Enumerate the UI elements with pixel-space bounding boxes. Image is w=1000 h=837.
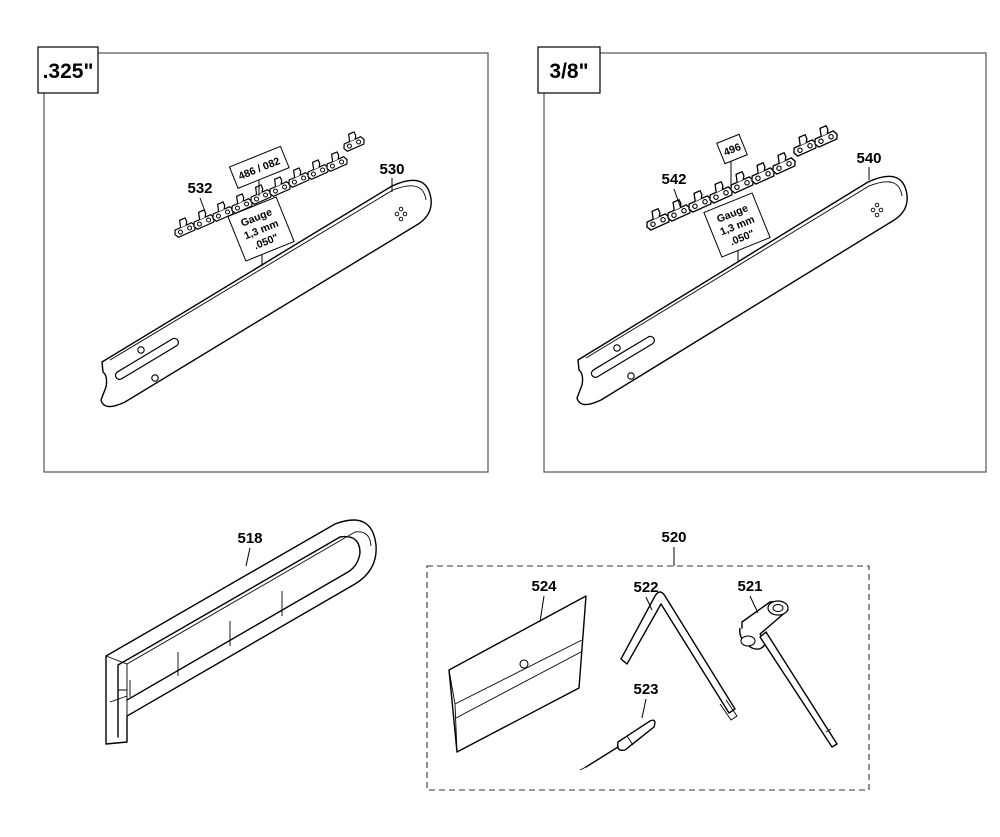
callout-540: 540	[856, 150, 881, 167]
gauge-tag	[227, 196, 295, 262]
callout-523: 523	[633, 681, 658, 698]
combination-wrench-521	[739, 600, 838, 748]
callout-532: 532	[187, 180, 212, 197]
tool-kit-520: 520 524 522 523	[426, 529, 870, 791]
file-guide-524	[448, 595, 587, 753]
callout-524: 524	[531, 578, 557, 595]
size-label-box	[537, 46, 601, 94]
chain-code-tag	[716, 133, 748, 165]
callout-522: 522	[633, 579, 658, 596]
screwdriver-523	[579, 719, 656, 771]
chain-cover-518	[105, 519, 377, 745]
panel-3-8: 3/8" 496	[537, 46, 987, 473]
hex-key-522	[620, 591, 738, 721]
guide-bar-530	[100, 179, 432, 408]
size-label: .325"	[43, 60, 94, 83]
callout-530: 530	[379, 161, 404, 178]
size-label: 3/8"	[549, 60, 588, 83]
panel-325-frame	[43, 52, 489, 473]
callout-518: 518	[237, 530, 262, 547]
panel-3-8-frame	[543, 52, 987, 473]
callout-521: 521	[737, 578, 762, 595]
size-label-box	[37, 46, 99, 94]
chain-code-tag	[228, 145, 290, 189]
tool-kit-frame	[426, 565, 870, 791]
panel-325: .325" 48	[37, 46, 489, 473]
callout-542: 542	[661, 171, 686, 188]
guide-bar-540	[576, 175, 908, 406]
callout-520: 520	[661, 529, 686, 546]
gauge-tag	[703, 192, 771, 258]
